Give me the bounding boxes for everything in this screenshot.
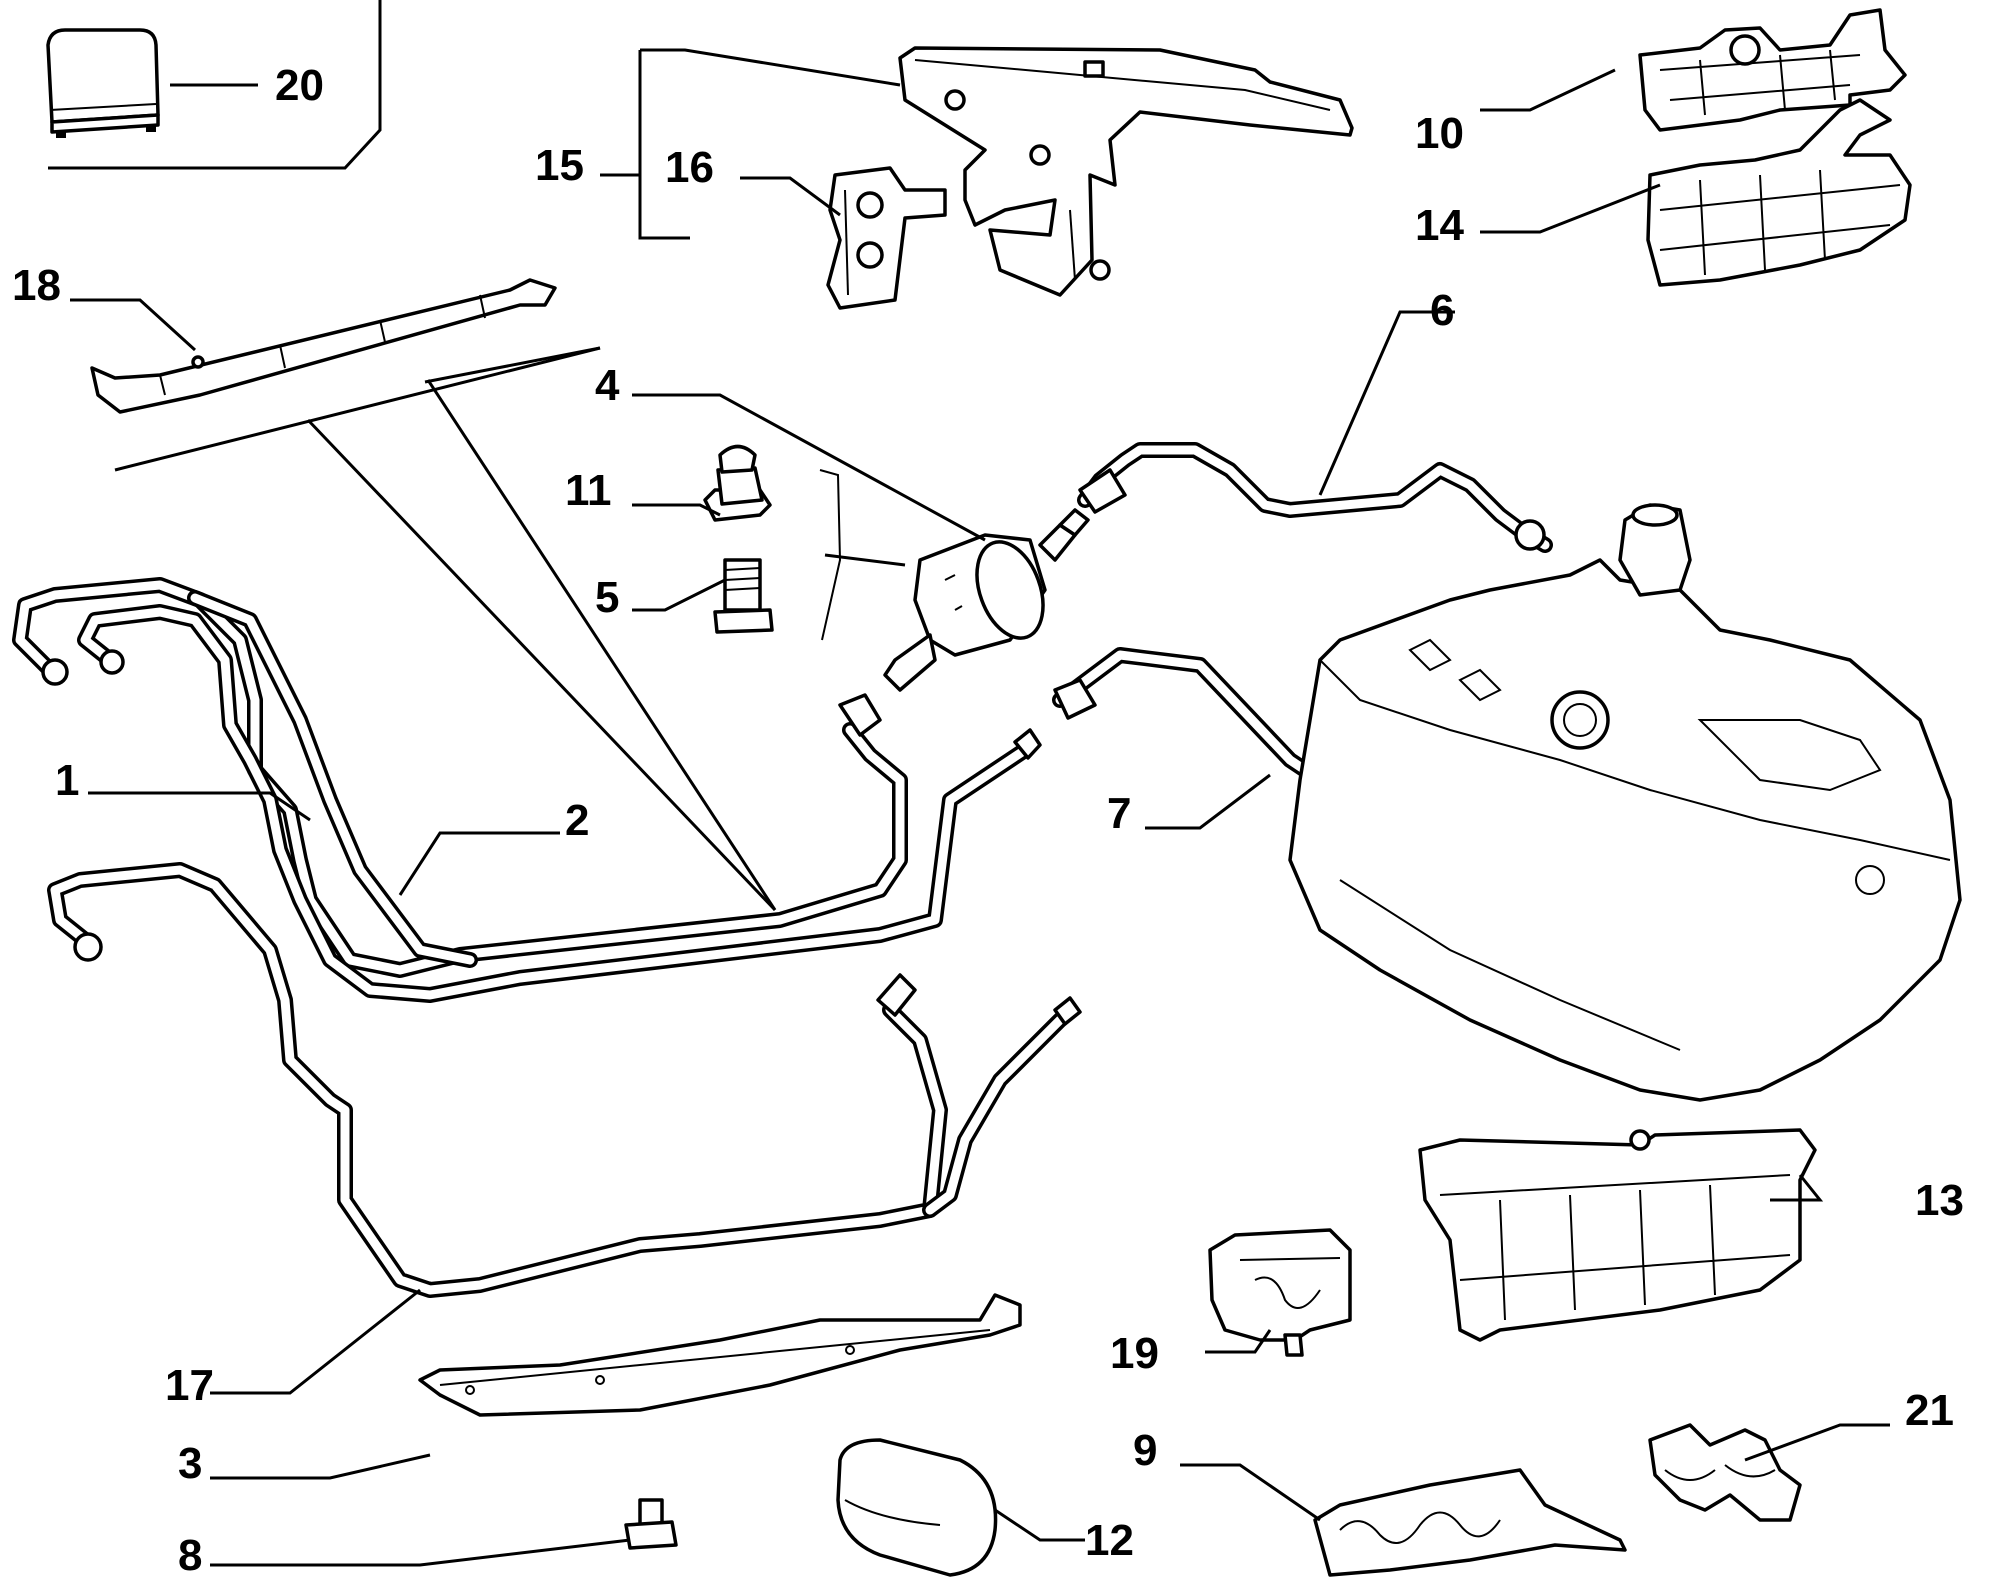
callout-20: 20 [275, 61, 324, 110]
callout-7: 7 [1107, 789, 1131, 838]
callout-5: 5 [595, 573, 619, 622]
part-21-clip [1648, 1423, 1802, 1522]
callout-17: 17 [165, 1361, 214, 1410]
leader-lines [70, 68, 1890, 1567]
part-1-2-fuel-lines [12, 577, 1042, 1003]
callout-14: 14 [1415, 201, 1464, 250]
callout-2: 2 [565, 796, 589, 845]
part-18-mounting-strip [90, 278, 557, 414]
callout-11: 11 [565, 466, 612, 515]
callout-4: 4 [595, 361, 620, 410]
part-12-oval-cover [836, 1438, 998, 1577]
part-11-grommet [703, 444, 772, 522]
bracket-frame-top-left [48, 0, 382, 170]
part-10-clip-holder [1638, 8, 1907, 132]
callout-15: 15 [535, 141, 584, 190]
part-13-clip-holder [1418, 1128, 1817, 1342]
callout-1: 1 [55, 756, 79, 805]
part-5-bolt [713, 558, 774, 634]
part-15-bracket [898, 46, 1354, 297]
bracket-15-group-line [638, 48, 901, 240]
callout-13: 13 [1915, 1176, 1964, 1225]
guide-line-4 [424, 346, 601, 384]
part-16-clip [826, 166, 947, 310]
callout-18: 18 [12, 261, 61, 310]
callout-12: 12 [1085, 1516, 1134, 1565]
part-14-clip-holder [1646, 98, 1912, 287]
guide-line-3 [426, 379, 777, 911]
fuel-tank [1288, 503, 1962, 1102]
callout-21: 21 [1905, 1386, 1954, 1435]
guide-line-1 [114, 346, 601, 472]
part-3-strip [418, 1293, 1022, 1417]
part-4-fuel-filter [819, 469, 1090, 692]
callout-3: 3 [178, 1439, 202, 1488]
callout-10: 10 [1415, 109, 1464, 158]
part-17-fuel-lines [47, 862, 1082, 1298]
part-20-relay [46, 28, 160, 138]
part-9-clip [1313, 1468, 1627, 1577]
callout-9: 9 [1133, 1426, 1157, 1475]
part-6-fuel-line [1077, 442, 1553, 553]
callout-6: 6 [1430, 286, 1454, 335]
callout-19: 19 [1110, 1329, 1159, 1378]
guide-line-2 [306, 418, 777, 912]
callout-8: 8 [178, 1531, 202, 1580]
part-8-screw [624, 1498, 678, 1550]
callout-16: 16 [665, 143, 714, 192]
part-19-clip [1208, 1228, 1352, 1357]
